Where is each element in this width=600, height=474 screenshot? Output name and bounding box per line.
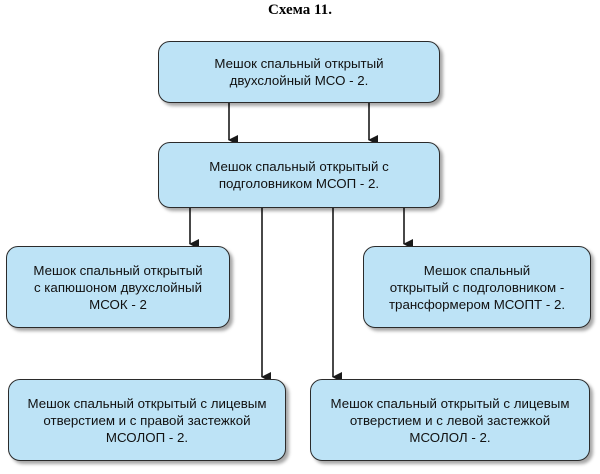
node-mso2-label: Мешок спальный открытый двухслойный МСО … [214, 56, 384, 88]
node-msolop2: Мешок спальный открытый с лицевым отверс… [8, 379, 286, 461]
node-msok2-label: Мешок спальный открытый с капюшоном двух… [33, 262, 203, 312]
node-msopt2: Мешок спальный открытый с подголовником … [363, 246, 591, 328]
diagram-title: Схема 11. [268, 2, 332, 18]
node-mso2: Мешок спальный открытый двухслойный МСО … [158, 41, 440, 103]
node-msolop2-label: Мешок спальный открытый с лицевым отверс… [27, 395, 267, 445]
node-msok2: Мешок спальный открытый с капюшоном двух… [6, 246, 230, 328]
node-msop2-label: Мешок спальный открытый с подголовником … [209, 159, 389, 191]
node-msopt2-label: Мешок спальный открытый с подголовником … [388, 262, 566, 312]
node-msolol2: Мешок спальный открытый с лицевым отверс… [310, 379, 590, 461]
node-msop2: Мешок спальный открытый с подголовником … [158, 142, 440, 208]
node-msolol2-label: Мешок спальный открытый с лицевым отверс… [330, 395, 570, 445]
